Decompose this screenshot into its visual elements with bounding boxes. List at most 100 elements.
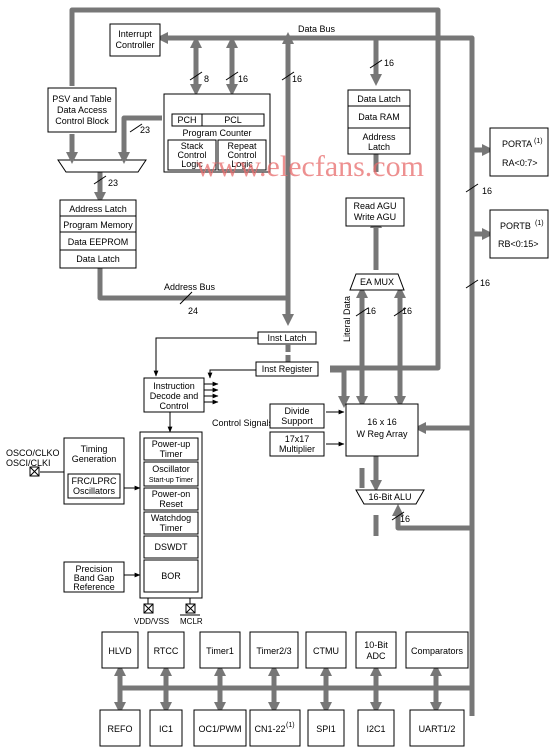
peripherals-top: HLVD RTCC Timer1 Timer2/3 CTMU 10-Bit AD… [101, 631, 469, 669]
width-label: 8 [204, 74, 209, 84]
bus-width-ticks [93, 59, 479, 521]
power-pins: VDD/VSS MCLR [134, 603, 203, 626]
reset-power-block: Power-up Timer Oscillator Start-up Timer… [139, 431, 203, 599]
svg-text:Timing: Timing [81, 444, 108, 454]
agu-block: Read AGU Write AGU [345, 197, 405, 227]
peripheral-bus [113, 663, 472, 715]
svg-text:RB<0:15>: RB<0:15> [498, 239, 539, 249]
svg-text:OSCO/CLKO: OSCO/CLKO [6, 448, 60, 458]
comparators-label: Comparators [411, 646, 464, 656]
address-bus [93, 115, 288, 301]
svg-text:Data EEPROM: Data EEPROM [68, 237, 129, 247]
instruction-decode-block: Instruction Decode and Control [143, 377, 205, 413]
svg-text:(1): (1) [535, 220, 544, 227]
svg-text:OSCI/CLKI: OSCI/CLKI [6, 458, 51, 468]
svg-text:Power-on: Power-on [152, 489, 191, 499]
timer23-label: Timer2/3 [256, 646, 291, 656]
timing-generation-block: Timing Generation FRC/LPRC Oscillators [63, 437, 125, 505]
svg-text:Decode and: Decode and [150, 391, 199, 401]
svg-text:PORTA: PORTA [502, 139, 532, 149]
svg-text:Stack: Stack [181, 141, 204, 151]
svg-text:16-Bit ALU: 16-Bit ALU [368, 492, 411, 502]
svg-text:Latch: Latch [368, 142, 390, 152]
svg-text:Timer: Timer [160, 523, 183, 533]
svg-text:Start-up Timer: Start-up Timer [149, 477, 194, 484]
svg-text:(1): (1) [534, 138, 543, 145]
svg-text:PORTB: PORTB [500, 221, 531, 231]
svg-text:FRC/LPRC: FRC/LPRC [71, 476, 117, 486]
width-label: 24 [188, 306, 198, 316]
svg-text:Data Latch: Data Latch [76, 254, 120, 264]
inst-register-block: Inst Register [255, 361, 319, 377]
width-label: 16 [482, 186, 492, 196]
peripherals-bottom: REFO IC1 OC1/PWM CN1-22 (1) SPI1 I2C1 UA… [99, 709, 465, 747]
alu-block: 16-Bit ALU [355, 489, 425, 505]
clock-pins: OSCO/CLKO OSCI/CLKI [6, 448, 60, 477]
svg-text:Power-up: Power-up [152, 439, 191, 449]
svg-text:BOR: BOR [161, 571, 181, 581]
svg-text:Address Latch: Address Latch [69, 204, 127, 214]
svg-text:Control Block: Control Block [55, 116, 109, 126]
svg-text:Precision: Precision [75, 564, 112, 574]
portb-block: PORTB (1) RB<0:15> [489, 209, 549, 259]
svg-text:EA MUX: EA MUX [360, 277, 394, 287]
width-label: 16 [292, 74, 302, 84]
svg-text:17x17: 17x17 [285, 434, 310, 444]
svg-text:Inst Register: Inst Register [262, 364, 313, 374]
w-reg-array-block: 16 x 16 W Reg Array [345, 403, 419, 457]
svg-text:Watchdog: Watchdog [151, 513, 191, 523]
svg-text:16 x 16: 16 x 16 [367, 417, 397, 427]
svg-text:Support: Support [281, 416, 313, 426]
svg-text:Control: Control [177, 150, 206, 160]
svg-text:Divide: Divide [284, 406, 309, 416]
svg-text:Logic: Logic [231, 159, 253, 169]
width-label: 23 [108, 178, 118, 188]
svg-text:Control: Control [159, 401, 188, 411]
svg-text:RA<0:7>: RA<0:7> [502, 158, 538, 168]
oc1-pwm-label: OC1/PWM [198, 724, 241, 734]
cn-note: (1) [286, 722, 295, 729]
svg-text:W Reg Array: W Reg Array [356, 429, 408, 439]
svg-text:Generation: Generation [72, 454, 117, 464]
svg-text:Data RAM: Data RAM [358, 112, 400, 122]
data-bus [155, 31, 495, 716]
svg-text:Controller: Controller [115, 40, 154, 50]
program-counter-block: PCH PCL Program Counter Stack Control Lo… [163, 93, 271, 173]
program-memory-block: Address Latch Program Memory Data EEPROM… [59, 199, 137, 269]
svg-text:Interrupt: Interrupt [118, 29, 152, 39]
width-label: 16 [400, 514, 410, 524]
svg-text:Address: Address [362, 132, 396, 142]
svg-text:Repeat: Repeat [227, 141, 257, 151]
spi1-label: SPI1 [316, 724, 336, 734]
svg-text:Write AGU: Write AGU [354, 212, 396, 222]
refo-label: REFO [107, 724, 132, 734]
divide-support-block: Divide Support [269, 403, 325, 429]
pcl-label: PCL [224, 115, 242, 125]
svg-text:VDD/VSS: VDD/VSS [134, 617, 169, 626]
svg-text:Instruction: Instruction [153, 381, 195, 391]
svg-text:Band Gap: Band Gap [74, 573, 115, 583]
uart-label: UART1/2 [419, 724, 456, 734]
svg-text:Reference: Reference [73, 582, 115, 592]
ctmu-label: CTMU [313, 646, 339, 656]
svg-text:PSV and Table: PSV and Table [52, 94, 111, 104]
width-label: 16 [366, 306, 376, 316]
multiplier-block: 17x17 Multiplier [269, 431, 325, 457]
address-mux [57, 130, 147, 173]
width-label: 16 [238, 74, 248, 84]
inst-latch-block: Inst Latch [257, 331, 317, 352]
svg-text:Multiplier: Multiplier [279, 444, 315, 454]
width-label: 16 [402, 306, 412, 316]
data-bus-label: Data Bus [298, 24, 336, 34]
svg-text:Control: Control [227, 150, 256, 160]
width-label: 23 [140, 125, 150, 135]
svg-text:Read AGU: Read AGU [353, 201, 396, 211]
interrupt-controller-block: Interrupt Controller [109, 23, 161, 57]
adc-label: 10-Bit [364, 640, 388, 650]
svg-text:Timer: Timer [160, 449, 183, 459]
width-label: 16 [384, 58, 394, 68]
width-label: 16 [480, 278, 490, 288]
psv-table-access-block: PSV and Table Data Access Control Block [47, 87, 117, 133]
program-counter-label: Program Counter [182, 128, 251, 138]
svg-text:Data Latch: Data Latch [357, 94, 401, 104]
